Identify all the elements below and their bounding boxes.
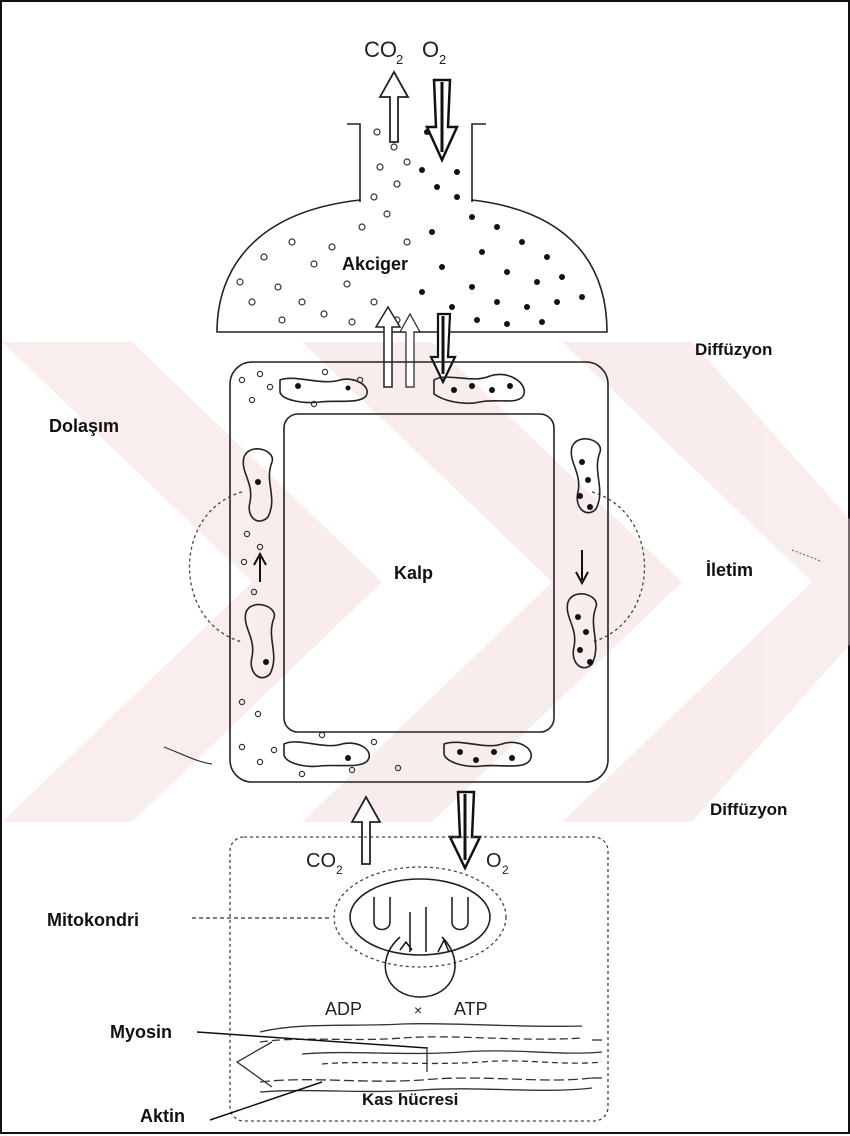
muscle-cell-label: Kas hücresi <box>362 1090 458 1109</box>
myosin-label: Myosin <box>110 1022 172 1042</box>
bottom-o2-label: O <box>486 850 502 872</box>
diffusion-top-label: Diffüzyon <box>695 340 772 359</box>
lung: Akciger <box>217 124 607 332</box>
top-co2-subscript: 2 <box>396 52 403 67</box>
diffusion-bottom-label: Diffüzyon <box>710 800 787 819</box>
co2-out-arrow-icon <box>380 72 408 142</box>
myofibrils <box>237 1024 602 1092</box>
mitochondrion <box>334 867 506 997</box>
top-co2-label: CO <box>364 37 397 62</box>
actin-label: Aktin <box>140 1106 185 1126</box>
bottom-co2-label: CO <box>306 850 336 872</box>
adp-atp-cross: × <box>414 1002 422 1018</box>
mitochondria-label: Mitokondri <box>47 910 139 930</box>
atp-label: ATP <box>454 999 488 1019</box>
top-o2-subscript: 2 <box>439 52 446 67</box>
top-gas-exchange: CO 2 O 2 <box>364 37 457 160</box>
bottom-o2-subscript: 2 <box>502 863 509 877</box>
circulation-label: Dolaşım <box>49 416 119 436</box>
heart-label: Kalp <box>394 563 433 583</box>
lung-label: Akciger <box>342 254 408 274</box>
adp-label: ADP <box>325 999 362 1019</box>
conduction-label: İletim <box>706 560 753 580</box>
bottom-co2-subscript: 2 <box>336 863 343 877</box>
top-o2-label: O <box>422 37 439 62</box>
muscle-cell: ADP × ATP Kas hücresi <box>192 837 608 1121</box>
